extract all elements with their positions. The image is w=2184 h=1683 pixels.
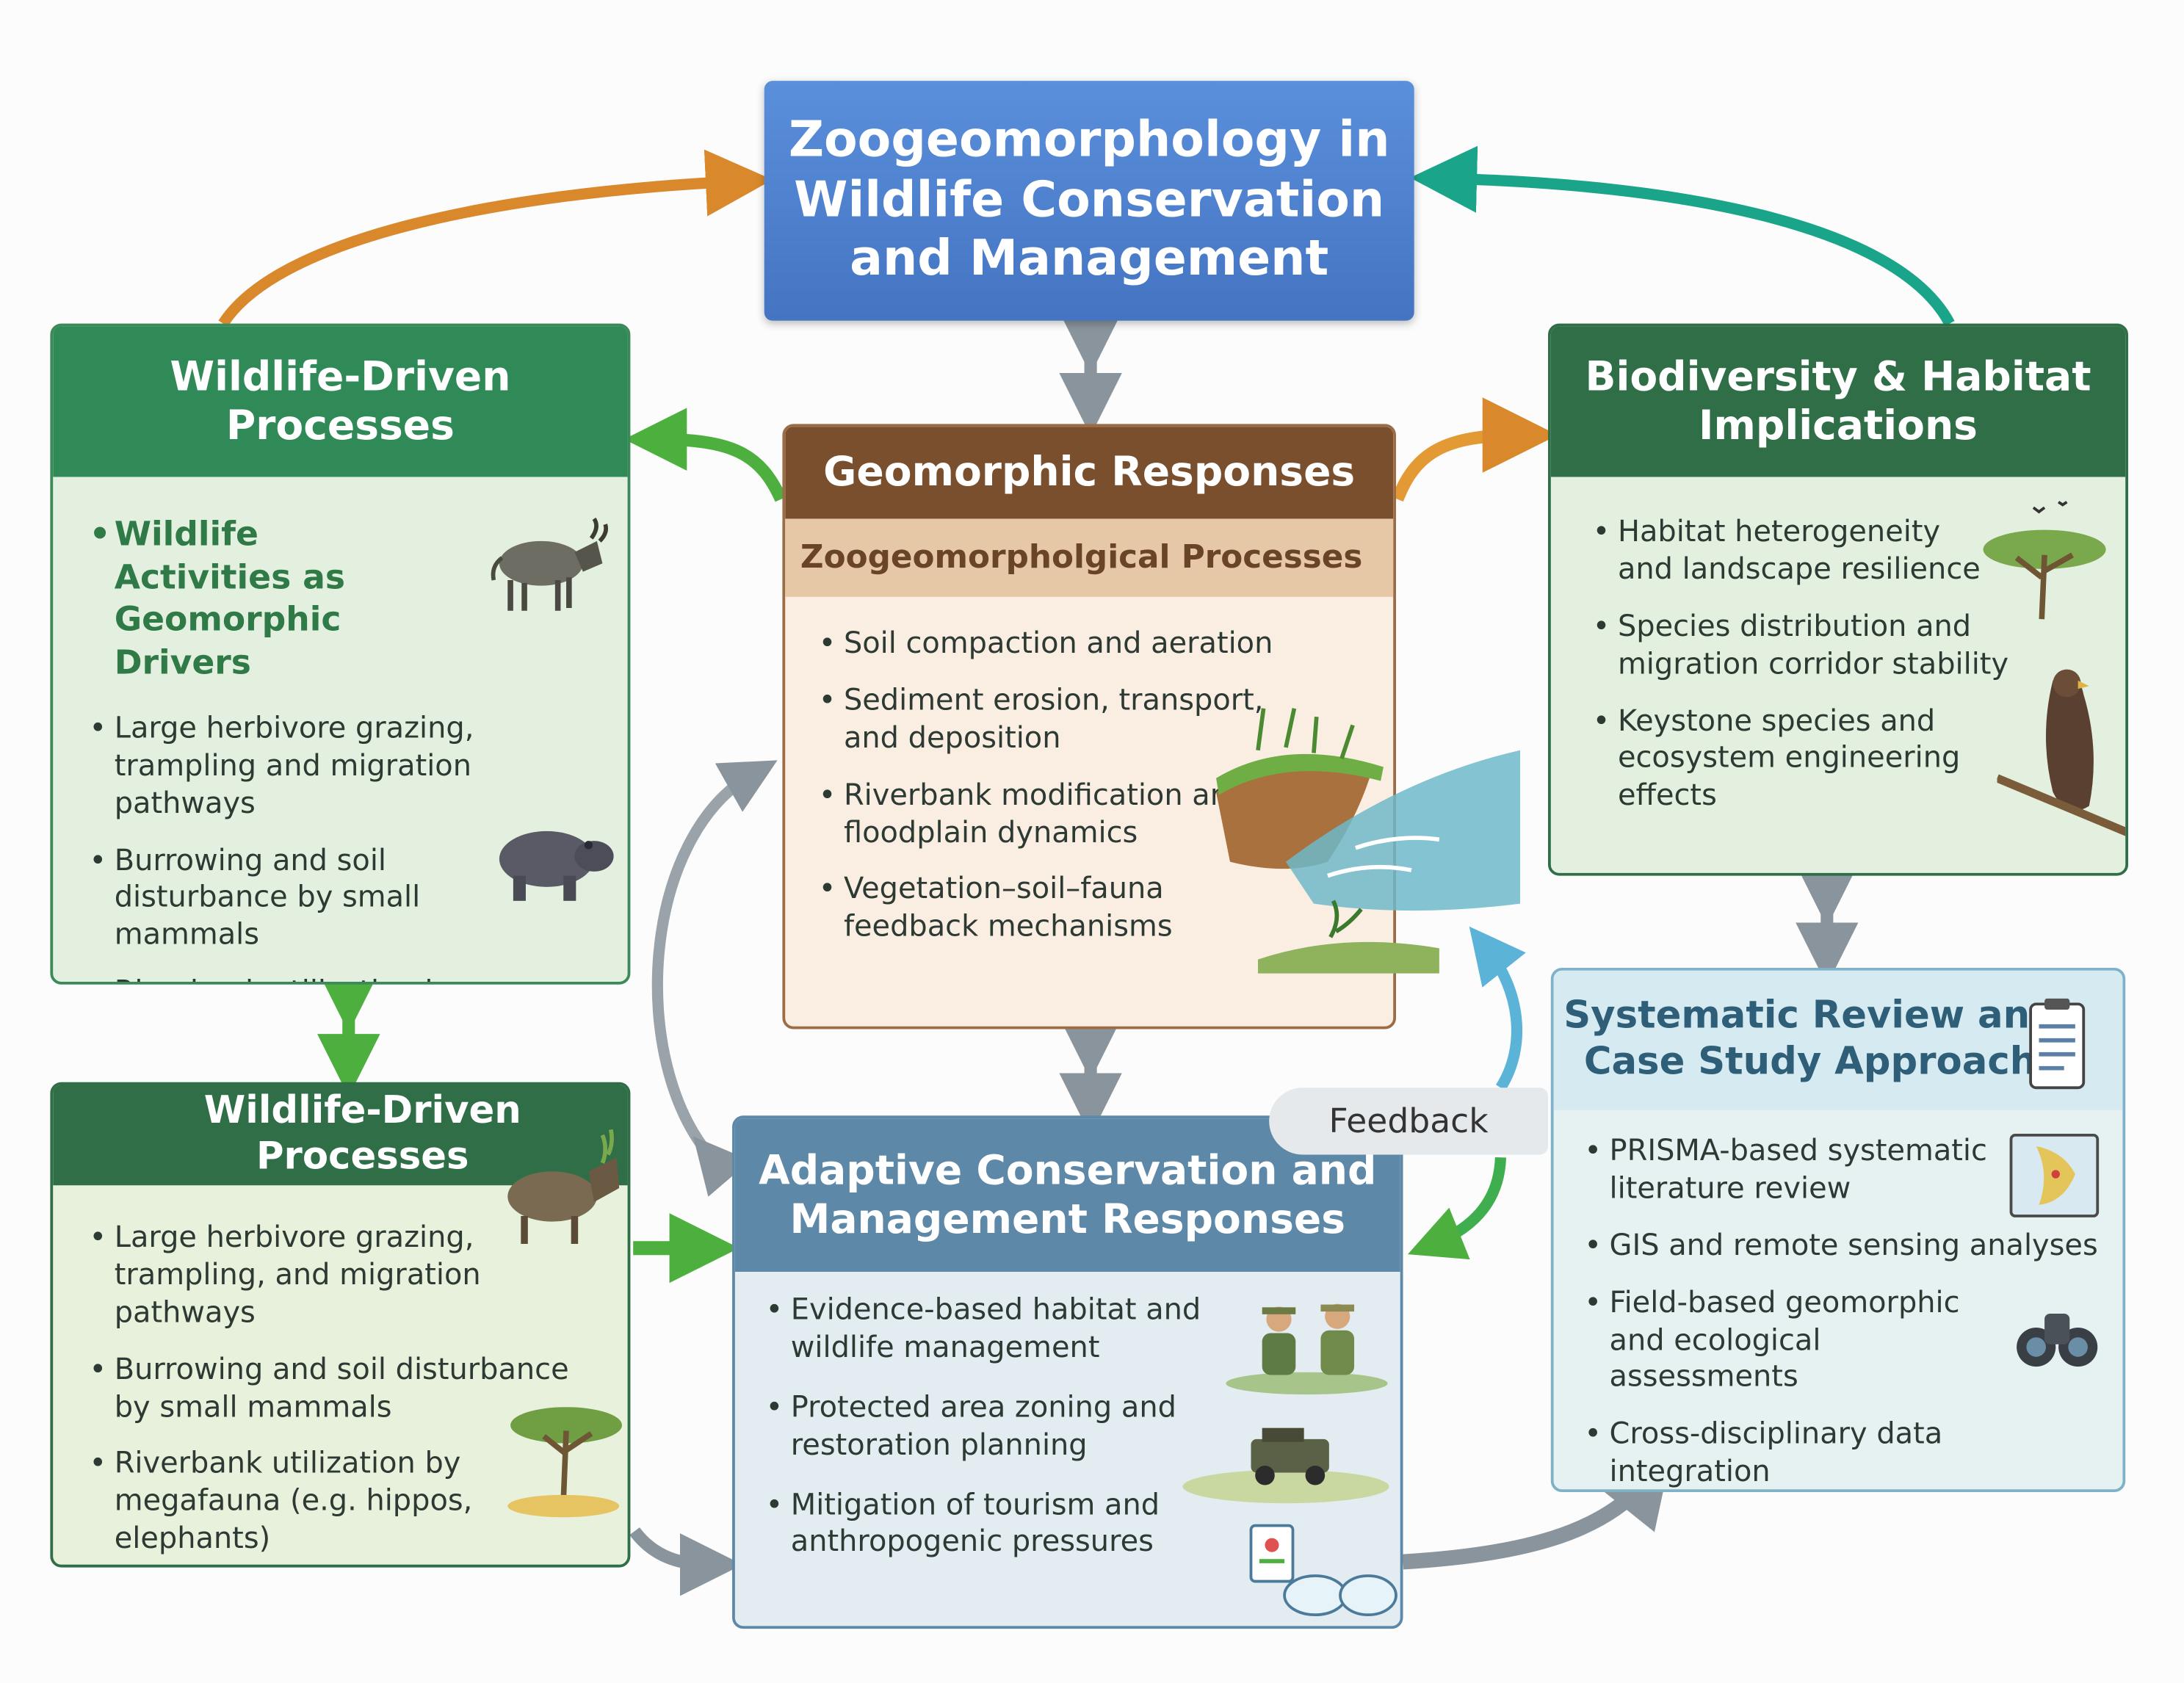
wildlife-bottom-item-burrowing: Burrowing and soil disturbance by small … xyxy=(84,1351,588,1426)
biodiversity-item-keystone: Keystone species and ecosystem engineeri… xyxy=(1587,702,2050,814)
adaptive-item-mitigation: Mitigation of tourism and anthropogenic … xyxy=(760,1485,1196,1560)
geomorphic-item-riverbank: Riverbank modification and floodplain dy… xyxy=(813,776,1262,851)
binoculars-icon xyxy=(2017,1313,2098,1367)
wildlife-bottom-header: Wildlife-Driven Processes xyxy=(53,1085,628,1186)
safari-jeep-illustration xyxy=(1182,1427,1389,1504)
wildlife-header-line-2: Processes xyxy=(225,401,455,449)
systematic-item-prisma: PRISMA-based systematic literature revie… xyxy=(1579,1132,2014,1207)
geomorphic-item-feedback: Vegetation–soil–fauna feedback mechanism… xyxy=(813,871,1234,946)
wildlife-bottom-item-riverbank: Riverbank utilization by megafauna (e.g.… xyxy=(84,1445,616,1557)
eagle-illustration xyxy=(1997,669,2126,836)
title-line-3: and Management xyxy=(850,231,1329,288)
systematic-header-line-2: Case Study Approach xyxy=(1583,1040,2037,1084)
geomorphic-item-soil: Soil compaction and aeration xyxy=(813,625,1345,662)
wildlife-item-burrowing: Burrowing and soil disturbance by small … xyxy=(84,842,560,954)
systematic-card-header: Systematic Review and Case Study Approac… xyxy=(1553,970,2123,1110)
systematic-item-field: Field-based geomorphic and ecological as… xyxy=(1579,1284,2014,1396)
acacia-tree-illustration xyxy=(1983,501,2106,620)
wildlife-driven-processes-card: Wildlife-Driven Processes Wildlife Activ… xyxy=(50,323,631,985)
biodiversity-item-species: Species distribution and migration corri… xyxy=(1587,608,2036,683)
biodiversity-card-header: Biodiversity & Habitat Implications xyxy=(1550,326,2126,477)
map-icon xyxy=(2009,1133,2100,1217)
arrow-wildlife-to-title xyxy=(218,149,773,327)
arrow-biodiversity-to-title xyxy=(1410,145,1955,327)
wildlife-header-line-1: Wildlife-Driven xyxy=(170,352,511,400)
title-line-2: Wildlife Conservation xyxy=(794,172,1385,228)
arrow-feedback-green xyxy=(1408,1157,1507,1260)
warthog-illustration xyxy=(507,1129,620,1244)
adaptive-card-header: Adaptive Conservation and Management Res… xyxy=(734,1118,1400,1272)
systematic-header-line-1: Systematic Review and xyxy=(1563,994,2057,1038)
rangers-illustration xyxy=(1226,1303,1388,1395)
systematic-item-gis: GIS and remote sensing analyses xyxy=(1579,1227,2111,1264)
geomorphic-responses-card: Geomorphic Responses Zoogeomorpholgical … xyxy=(782,424,1396,1029)
arrow-adaptive-to-systematic xyxy=(1402,1448,1673,1570)
adaptive-item-evidence: Evidence-based habitat and wildlife mana… xyxy=(760,1292,1237,1367)
acacia-tree-illustration-2 xyxy=(507,1407,622,1518)
wildebeest-illustration xyxy=(491,517,608,611)
geomorphic-item-sediment: Sediment erosion, transport, and deposit… xyxy=(813,681,1290,756)
biodiversity-header-line-2: Implications xyxy=(1699,401,1978,449)
systematic-item-integration: Cross-disciplinary data integration xyxy=(1579,1416,2111,1489)
wildlife-item-grazing: Large herbivore grazing, trampling and m… xyxy=(84,709,616,822)
feedback-label: Feedback xyxy=(1269,1087,1549,1155)
wildlife-item-riverbank: Riverbank utilization by megafauna (e.g.… xyxy=(84,974,616,982)
arrow-wildlife-bottom-gray xyxy=(629,1527,743,1596)
arrow-adaptive-geomorphic-loop xyxy=(651,760,778,1197)
arrow-geomorphic-to-biodiversity xyxy=(1391,397,1558,502)
wildlife-bottom-item-grazing: Large herbivore grazing, trampling, and … xyxy=(84,1219,616,1331)
wildlife-card-header: Wildlife-Driven Processes xyxy=(53,326,628,477)
arrow-feedback-blue xyxy=(1469,926,1526,1091)
adaptive-item-zoning: Protected area zoning and restoration pl… xyxy=(760,1389,1196,1463)
adaptive-conservation-card: Adaptive Conservation and Management Res… xyxy=(732,1115,1403,1629)
geomorphic-card-header: Geomorphic Responses xyxy=(785,427,1394,519)
biodiversity-item-habitat: Habitat heterogeneity and landscape resi… xyxy=(1587,513,1995,588)
wildlife-item-drivers: Wildlife Activities as Geomorphic Driver… xyxy=(84,513,435,684)
title-line-1: Zoogeomorphology in xyxy=(788,112,1390,169)
systematic-review-card: Systematic Review and Case Study Approac… xyxy=(1550,967,2126,1493)
adaptive-header-line-1: Adaptive Conservation and xyxy=(759,1145,1377,1193)
title-box: Zoogeomorphology in Wildlife Conservatio… xyxy=(764,81,1414,321)
signage-illustration xyxy=(1249,1524,1397,1617)
arrow-geomorphic-to-wildlife xyxy=(623,408,787,502)
biodiversity-header-line-1: Biodiversity & Habitat xyxy=(1585,352,2091,400)
adaptive-header-line-2: Management Responses xyxy=(789,1195,1346,1243)
wildlife-driven-processes-card-2: Wildlife-Driven Processes Large herbivor… xyxy=(50,1082,631,1568)
geomorphic-subheader: Zoogeomorpholgical Processes xyxy=(785,518,1394,597)
clipboard-icon xyxy=(2029,998,2086,1090)
riverbank-illustration xyxy=(1216,708,1521,974)
biodiversity-habitat-card: Biodiversity & Habitat Implications Habi… xyxy=(1548,323,2129,876)
hippo-illustration xyxy=(499,830,614,901)
